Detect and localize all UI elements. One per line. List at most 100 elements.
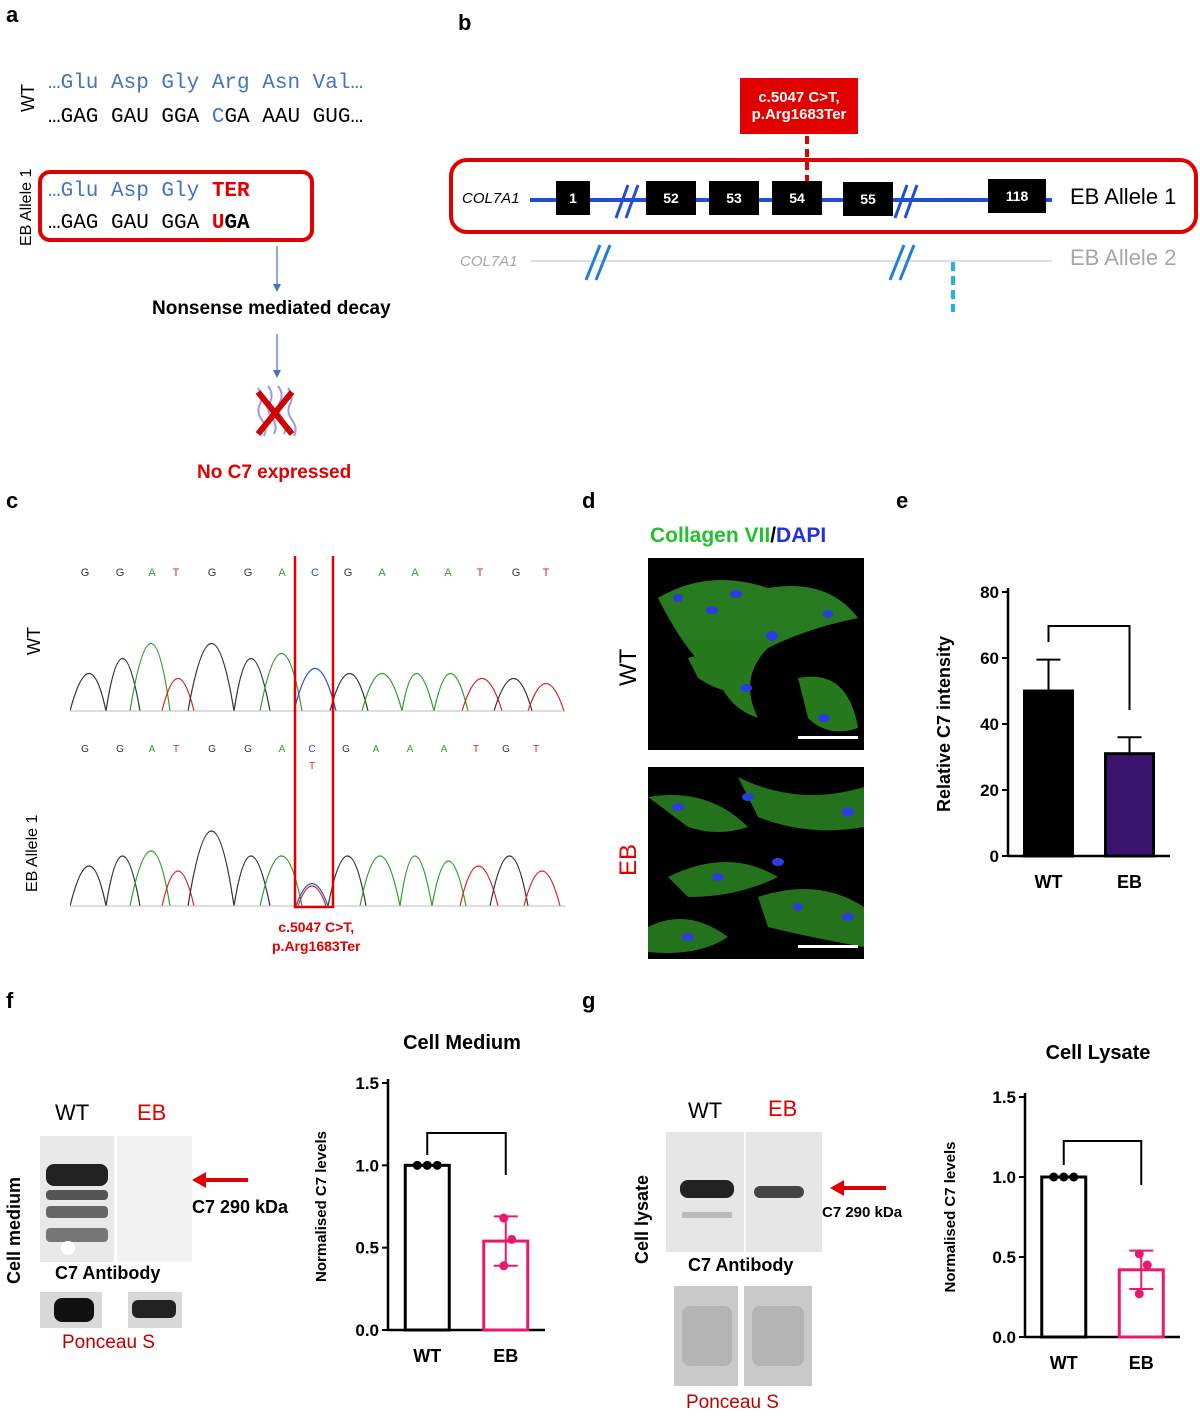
blot-f-antibody-label: C7 Antibody <box>55 1263 161 1283</box>
chromatogram-mutation-label: c.5047 C>T, p.Arg1683Ter <box>272 919 361 954</box>
svg-text:A: A <box>148 567 156 579</box>
allele1-label: EB Allele 1 <box>1070 184 1177 209</box>
svg-text:C: C <box>308 744 315 755</box>
y-axis-label: Normalised C7 levels <box>942 1142 959 1293</box>
blot-f-ponceau <box>40 1292 182 1328</box>
svg-text:A: A <box>149 744 156 755</box>
x-tick-label: WT <box>1050 1353 1078 1373</box>
blot-g-wt-label: WT <box>688 1098 723 1123</box>
significance-bracket <box>1062 1140 1143 1185</box>
eb-base-calls: G G A T G G A C T G A A A T G T <box>81 744 539 772</box>
svg-text:T: T <box>309 761 315 772</box>
data-point <box>499 1261 509 1271</box>
data-point <box>412 1160 422 1170</box>
panel-label-a: a <box>6 2 19 27</box>
svg-text:T: T <box>173 744 179 755</box>
svg-text:A: A <box>373 744 380 755</box>
svg-text:T: T <box>473 744 479 755</box>
svg-text:T: T <box>477 567 484 579</box>
chromatogram-eb-label: EB Allele 1 <box>24 814 41 892</box>
svg-text:A: A <box>411 567 419 579</box>
panel-label-f: f <box>6 988 14 1013</box>
svg-text:A: A <box>407 744 414 755</box>
svg-text:T: T <box>173 567 180 579</box>
blot-g-arrow <box>830 1180 886 1196</box>
blot-g-ponceau <box>674 1286 812 1386</box>
nmd-label: Nonsense mediated decay <box>152 298 391 319</box>
blot-g-eb-label: EB <box>768 1096 798 1121</box>
svg-text:A: A <box>444 567 452 579</box>
microscopy-eb-label: EB <box>615 843 642 876</box>
exon-118: 118 <box>988 179 1046 213</box>
y-tick-label: 0.0 <box>992 1328 1016 1347</box>
svg-text:G: G <box>502 744 510 755</box>
blot-f-eb-label: EB <box>137 1100 167 1125</box>
blot-g-c7 <box>666 1132 822 1252</box>
eb-allele1-gene-box <box>449 158 1198 234</box>
bar-eb <box>1104 752 1155 858</box>
blot-g-antibody-label: C7 Antibody <box>688 1255 794 1275</box>
wt-label: WT <box>18 84 38 112</box>
chromatogram-wt-label: WT <box>24 627 44 655</box>
microscopy-wt-label: WT <box>615 648 642 686</box>
y-tick-label: 60 <box>980 649 999 668</box>
eb-nucleotides: …GAG GAU GGA UGA <box>48 212 250 235</box>
svg-text:A: A <box>278 567 286 579</box>
microscopy-title: Collagen VII/DAPI <box>650 524 827 547</box>
svg-text:G: G <box>81 744 89 755</box>
y-tick-label: 20 <box>980 781 999 800</box>
data-point <box>1069 1172 1079 1182</box>
microscopy-eb-image <box>648 767 864 959</box>
svg-text:A: A <box>279 744 286 755</box>
x-tick-label: EB <box>493 1346 518 1366</box>
panel-label-c: c <box>6 488 19 513</box>
y-tick-label: 1.5 <box>992 1088 1016 1107</box>
svg-text:G: G <box>81 567 90 579</box>
eb-allele1-label: EB Allele 1 <box>18 168 35 246</box>
blot-g-ponceau-label: Ponceau S <box>686 1392 779 1413</box>
panel-label-b: b <box>458 10 472 35</box>
y-tick-label: 0 <box>990 847 999 866</box>
svg-text:T: T <box>543 567 550 579</box>
blot-g-band-label: C7 290 kDa <box>822 1204 903 1221</box>
y-tick-label: 80 <box>980 583 999 602</box>
data-point <box>507 1234 517 1244</box>
svg-text:G: G <box>342 744 350 755</box>
data-point <box>1134 1249 1144 1259</box>
wt-base-calls: G G A T G G A C G A A A T G T <box>81 567 550 579</box>
blot-f-band-label: C7 290 kDa <box>192 1197 289 1217</box>
y-tick-label: 1.0 <box>992 1168 1016 1187</box>
svg-text:C: C <box>311 567 319 579</box>
y-tick-label: 0.5 <box>992 1248 1016 1267</box>
bar-wt <box>1023 689 1074 858</box>
chart-title: Cell Lysate <box>1046 1042 1151 1064</box>
data-point <box>1142 1260 1152 1270</box>
y-tick-label: 0.5 <box>355 1239 379 1258</box>
svg-text:G: G <box>116 744 124 755</box>
wt-amino-acids: …Glu Asp Gly Arg Asn Val… <box>48 72 364 95</box>
eb-allele1-box <box>38 170 314 242</box>
nmd-arrows <box>273 246 281 378</box>
data-point <box>1134 1289 1144 1299</box>
no-protein-icon <box>255 385 297 437</box>
data-point <box>422 1160 432 1170</box>
svg-text:A: A <box>441 744 448 755</box>
exon-52: 52 <box>646 181 696 215</box>
panel-label-d: d <box>582 488 596 513</box>
x-tick-label: WT <box>413 1346 441 1366</box>
data-point <box>499 1213 509 1223</box>
mutation-highlight-box <box>293 556 335 909</box>
exon-55: 55 <box>843 182 893 216</box>
exon-54: 54 <box>772 181 822 215</box>
significance-bracket <box>1047 625 1131 710</box>
svg-text:T: T <box>533 744 539 755</box>
exon-53: 53 <box>709 181 759 215</box>
exon-1: 1 <box>556 181 590 215</box>
blot-f-side-label: Cell medium <box>4 1176 24 1284</box>
svg-text:G: G <box>344 567 353 579</box>
gene-name-allele1: COL7A1 <box>462 190 520 207</box>
chart-title: Cell Medium <box>403 1032 521 1054</box>
svg-text:G: G <box>208 567 217 579</box>
